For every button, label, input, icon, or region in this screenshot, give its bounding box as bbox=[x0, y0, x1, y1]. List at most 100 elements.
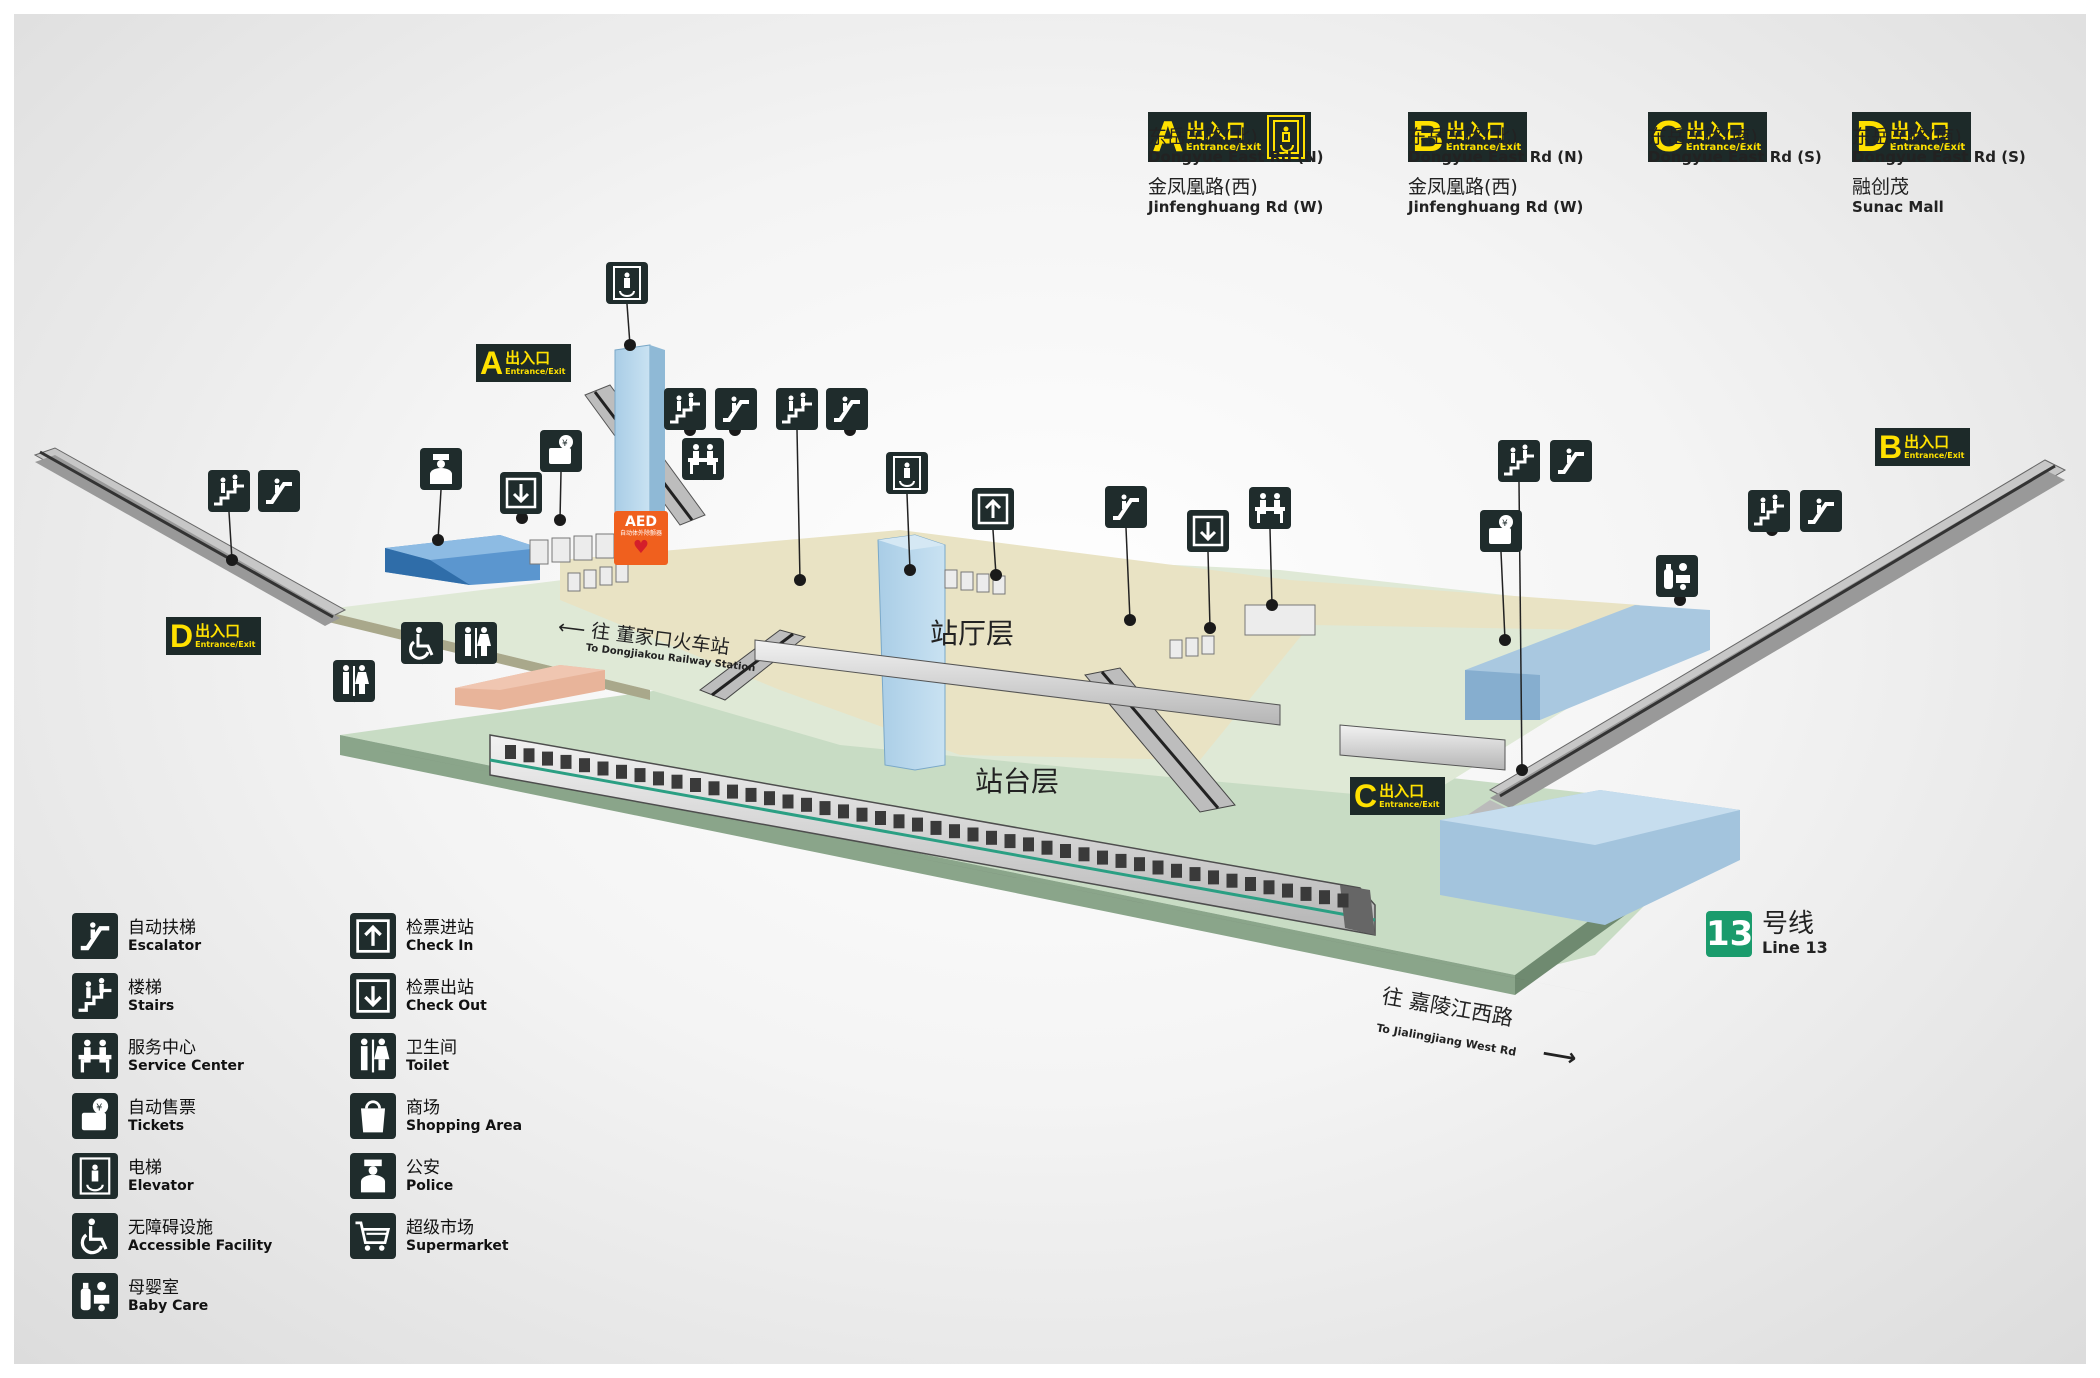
exit-letter: D bbox=[170, 618, 194, 654]
train-window bbox=[967, 827, 979, 842]
police-icon bbox=[350, 1153, 396, 1199]
road-list-a: 东岳东路(北) Dongyue East Rd (N) 金凤凰路(西) Jinf… bbox=[1148, 126, 1324, 216]
exit-en: Entrance/Exit bbox=[1379, 799, 1440, 809]
train-window bbox=[1023, 837, 1034, 852]
exit-cn: 出入口 bbox=[505, 348, 551, 367]
arrow-right-icon: ⟶ bbox=[1540, 1038, 1579, 1073]
train-window bbox=[1041, 840, 1053, 855]
train-window bbox=[1319, 890, 1330, 905]
location-dot bbox=[624, 339, 636, 351]
train-window bbox=[1004, 834, 1016, 849]
road-en: Sunac Mall bbox=[1852, 198, 1944, 216]
legend-en: Tickets bbox=[128, 1117, 185, 1134]
road-en: Dongyue East Rd (S) bbox=[1852, 148, 2026, 166]
shopping-icon bbox=[350, 1093, 396, 1139]
train-window bbox=[1208, 870, 1219, 885]
location-dot bbox=[1124, 614, 1136, 626]
svg-text:¥: ¥ bbox=[1502, 519, 1508, 529]
escalator-d bbox=[33, 447, 347, 626]
legend-cn: 检票出站 bbox=[406, 977, 474, 998]
line-number: 13 bbox=[1706, 910, 1753, 957]
exit-badge-a: A 出入口 Entrance/Exit bbox=[1148, 112, 1312, 162]
leader-line bbox=[437, 489, 442, 541]
train-window bbox=[745, 787, 757, 802]
exit-header-d: D 出入口 Entrance/Exit 东岳东路(南) Dongyue East… bbox=[1852, 112, 2026, 216]
svg-text:¥: ¥ bbox=[96, 1103, 102, 1114]
leader-line bbox=[906, 493, 911, 571]
baby-care-icon bbox=[72, 1273, 118, 1319]
check-in-icon bbox=[972, 488, 1014, 530]
train-window bbox=[560, 754, 572, 769]
check-out-icon bbox=[350, 973, 396, 1019]
accessible-icon bbox=[72, 1213, 118, 1259]
train-window bbox=[1300, 886, 1312, 901]
exit-letter: B bbox=[1879, 429, 1903, 465]
train-window bbox=[856, 807, 868, 822]
location-dot bbox=[226, 554, 238, 566]
service-center-icon bbox=[72, 1033, 118, 1079]
road-en: Dongyue East Rd (N) bbox=[1148, 148, 1324, 166]
leader-line bbox=[1500, 551, 1506, 641]
map-exit-d: D 出入口 Entrance/Exit bbox=[166, 617, 262, 655]
line-cn: 号线 bbox=[1762, 909, 1815, 939]
legend-cn: 商场 bbox=[406, 1097, 440, 1118]
location-dot bbox=[904, 564, 916, 576]
legend-cn: 卫生间 bbox=[406, 1037, 457, 1058]
legend-en: Baby Care bbox=[128, 1297, 209, 1314]
exit-cn: 出入口 bbox=[1889, 119, 1950, 143]
road-en: Jinfenghuang Rd (W) bbox=[1408, 198, 1584, 216]
map-exit-a: A 出入口 Entrance/Exit bbox=[476, 344, 572, 382]
exit-en: Entrance/Exit bbox=[1889, 142, 1966, 153]
stairs-icon bbox=[1498, 440, 1540, 482]
road-cn: 东岳东路(南) bbox=[1648, 126, 1758, 148]
stairs-icon bbox=[664, 388, 706, 430]
train-window bbox=[986, 830, 997, 845]
stairs-icon bbox=[72, 973, 118, 1019]
location-dot bbox=[990, 569, 1002, 581]
legend-cn: 自动售票 bbox=[128, 1097, 196, 1118]
legend-cn: 电梯 bbox=[128, 1157, 162, 1178]
check-in-icon bbox=[350, 913, 396, 959]
train-window bbox=[782, 794, 794, 809]
train-window bbox=[819, 801, 831, 816]
legend-en: Check Out bbox=[406, 997, 487, 1014]
legend-cn: 检票进站 bbox=[406, 917, 474, 938]
toilet-block bbox=[455, 665, 605, 710]
map-exit-c: C 出入口 Entrance/Exit bbox=[1350, 777, 1446, 815]
toilet-icon bbox=[333, 660, 375, 702]
exit-en: Entrance/Exit bbox=[1904, 450, 1965, 460]
exit-cn: 出入口 bbox=[1445, 119, 1506, 143]
road-cn: 东岳东路(北) bbox=[1408, 126, 1518, 148]
accessible-icon bbox=[401, 622, 443, 664]
concourse-floor-label: 站厅层 bbox=[930, 617, 1015, 650]
legend-cn: 母婴室 bbox=[128, 1277, 179, 1298]
leader-line bbox=[1269, 528, 1273, 606]
arrow-left-icon: ⟵ bbox=[556, 615, 593, 642]
train-window bbox=[1245, 877, 1256, 891]
escalator-icon bbox=[1105, 486, 1147, 528]
location-dot bbox=[794, 574, 806, 586]
train-window bbox=[708, 781, 720, 796]
legend-en: Toilet bbox=[406, 1057, 450, 1074]
stairs-icon bbox=[776, 388, 818, 430]
train-window bbox=[616, 764, 627, 779]
train-window bbox=[912, 817, 923, 832]
train-window bbox=[727, 784, 738, 799]
exit-en: Entrance/Exit bbox=[195, 639, 256, 649]
elevator-icon bbox=[1267, 115, 1306, 159]
train-window bbox=[1189, 867, 1201, 882]
exit-en: Entrance/Exit bbox=[1185, 142, 1262, 153]
train-window bbox=[671, 774, 683, 789]
gate-cluster-middle bbox=[944, 569, 1316, 659]
aed-label: AED bbox=[624, 514, 658, 530]
